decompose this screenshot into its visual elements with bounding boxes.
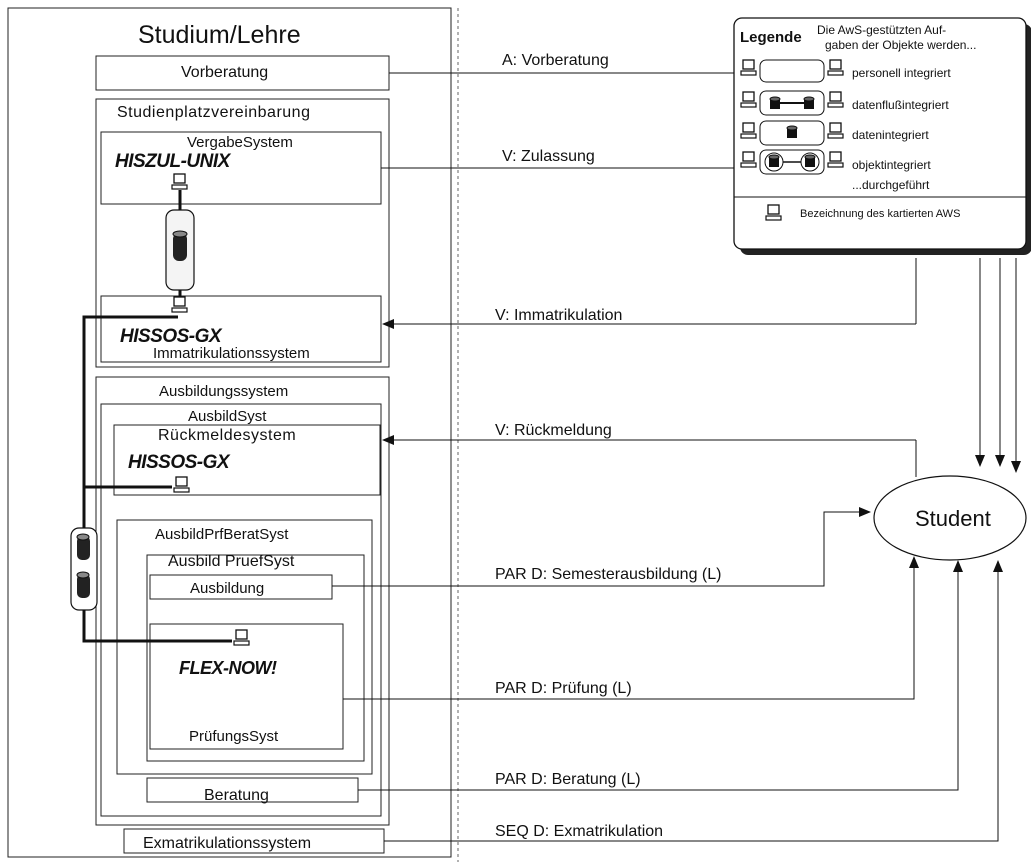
immatsys-label: Immatrikulationssystem <box>153 345 310 362</box>
flow-v-zulassung: V: Zulassung <box>502 148 595 165</box>
flow-v-immat: V: Immatrikulation <box>495 307 623 324</box>
legend-header-2: gaben der Objekte werden... <box>825 38 977 52</box>
legend-title: Legende <box>740 29 802 46</box>
flow-a-vorberatung: A: Vorberatung <box>502 52 609 69</box>
flexnow-label: FLEX-NOW! <box>179 658 277 678</box>
legend-item-3: datenintegriert <box>852 128 929 142</box>
hiszul-label: HISZUL-UNIX <box>115 151 230 172</box>
flow-v-rueck: V: Rückmeldung <box>495 422 612 439</box>
flow-par-berat: PAR D: Beratung (L) <box>495 771 641 788</box>
ausbildprf-label: AusbildPrfBeratSyst <box>155 526 289 543</box>
legend-item-4: objektintegriert <box>852 158 931 172</box>
rueckmeldesystem-label: Rückmeldesystem <box>158 427 297 444</box>
pruefungssyst-label: PrüfungsSyst <box>189 728 279 745</box>
exmatsys-label: Exmatrikulationssystem <box>143 835 312 852</box>
legend-footer: ...durchgeführt <box>852 178 930 192</box>
vorberatung-label: Vorberatung <box>181 64 269 81</box>
student-ellipse <box>873 475 1027 561</box>
flow-par-pruef: PAR D: Prüfung (L) <box>495 680 632 697</box>
ausbildpruef-label: Ausbild PruefSyst <box>168 553 295 570</box>
legend-item-2: datenflußintegriert <box>852 98 949 112</box>
hissos-label-2: HISSOS-GX <box>128 452 230 473</box>
ausbildsyst-label: AusbildSyst <box>188 408 267 425</box>
flow-par-sem: PAR D: Semesterausbildung (L) <box>495 566 722 583</box>
ausbildungssystem-label: Ausbildungssystem <box>159 383 289 400</box>
main-title: Studium/Lehre <box>138 21 301 49</box>
legend-item-1: personell integriert <box>852 66 951 80</box>
studium-frame <box>7 7 452 858</box>
hissos-label-1: HISSOS-GX <box>120 326 222 347</box>
legend-aws-label: Bezeichnung des kartierten AWS <box>800 208 961 220</box>
studienplatz-label: Studienplatzvereinbarung <box>117 104 311 121</box>
beratung-label: Beratung <box>204 787 269 804</box>
ausbildung-label: Ausbildung <box>190 580 265 597</box>
student-label: Student <box>915 506 991 531</box>
flow-seq-exmat: SEQ D: Exmatrikulation <box>495 823 664 840</box>
vergabe-label: VergabeSystem <box>187 134 293 151</box>
legend-header-1: Die AwS-gestützten Auf- <box>817 23 947 37</box>
